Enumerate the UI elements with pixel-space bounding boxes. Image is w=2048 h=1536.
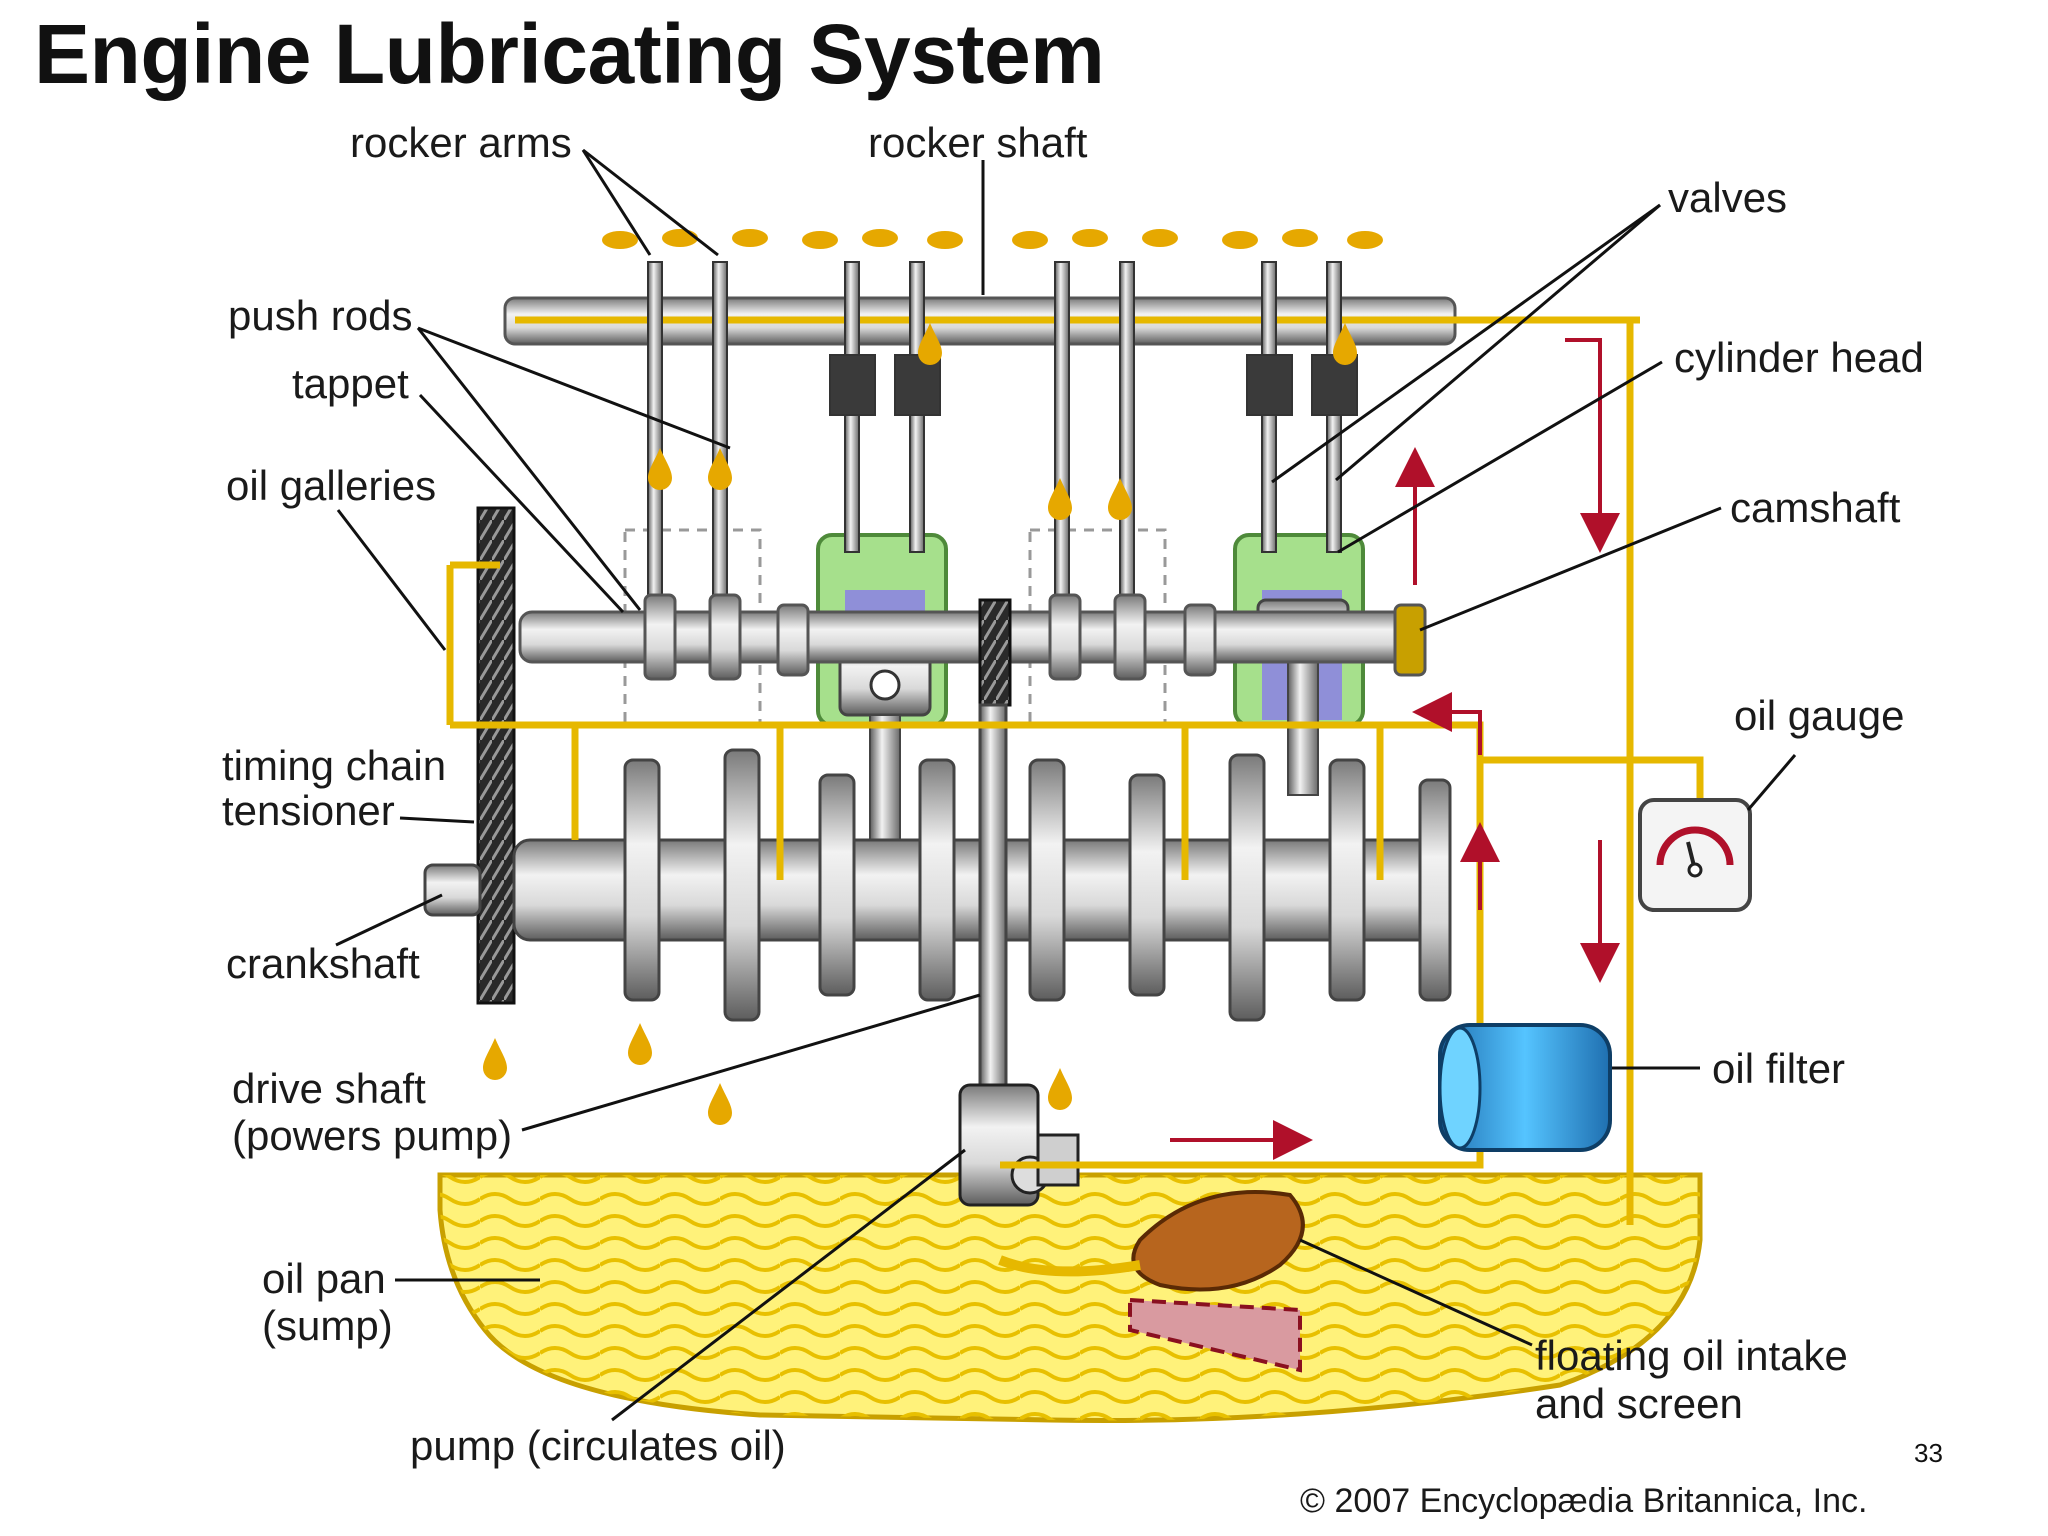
label-timing-chain: timing chain	[222, 742, 446, 789]
camshaft	[518, 593, 1427, 681]
leader-lines	[335, 148, 1797, 1422]
label-and-screen: and screen	[1535, 1380, 1743, 1427]
label-floating-intake: floating oil intake	[1535, 1332, 1848, 1379]
label-tappet: tappet	[292, 360, 409, 407]
label-oil-filter: oil filter	[1712, 1045, 1845, 1092]
label-valves: valves	[1668, 174, 1787, 221]
label-tensioner: tensioner	[222, 787, 395, 834]
label-crankshaft: crankshaft	[226, 940, 420, 987]
oil-gauge	[1638, 798, 1752, 912]
oil-filter	[1438, 1023, 1612, 1152]
label-drive-shaft: drive shaft	[232, 1065, 426, 1112]
oil-drops-top	[602, 229, 1383, 249]
oil-pan	[437, 1172, 1703, 1424]
labels: rocker arms rocker shaft valves push rod…	[222, 119, 1924, 1469]
oil-intake-screen	[998, 1190, 1305, 1373]
drive-shaft-pump	[958, 703, 1080, 1207]
label-oil-gauge: oil gauge	[1734, 692, 1904, 739]
label-oil-galleries: oil galleries	[226, 462, 436, 509]
label-rocker-arms: rocker arms	[350, 119, 572, 166]
label-camshaft: camshaft	[1730, 484, 1901, 531]
label-push-rods: push rods	[228, 292, 412, 339]
copyright-notice: © 2007 Encyclopædia Britannica, Inc.	[1300, 1482, 1867, 1520]
label-sump: (sump)	[262, 1302, 393, 1349]
label-oil-pan: oil pan	[262, 1255, 386, 1302]
page-title: Engine Lubricating System	[34, 7, 1105, 101]
label-rocker-shaft: rocker shaft	[868, 119, 1088, 166]
page-number: 33	[1914, 1438, 1943, 1468]
oil-galleries	[446, 320, 1704, 1225]
label-cylinder-head: cylinder head	[1674, 334, 1924, 381]
label-powers-pump: (powers pump)	[232, 1112, 512, 1159]
label-pump: pump (circulates oil)	[410, 1422, 786, 1469]
flow-arrows	[1170, 338, 1620, 1160]
timing-chain	[476, 506, 516, 1005]
